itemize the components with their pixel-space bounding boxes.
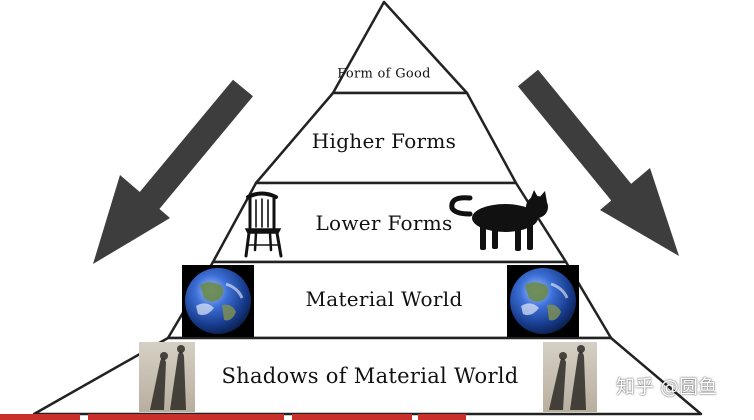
- shadow-figures-icon-right: [543, 342, 597, 412]
- chair-icon: [244, 191, 283, 258]
- earth-globe-icon-right: [507, 265, 579, 337]
- arrow-down-right-icon: [517, 69, 679, 256]
- shadow-figures-icon-left: [139, 342, 195, 412]
- level-label-form-of-good: Form of Good: [337, 66, 431, 82]
- bottom-strip-3: [292, 414, 412, 420]
- watermark: 知乎 @圆鱼: [616, 376, 718, 398]
- bottom-strip-1: [0, 414, 80, 420]
- cat-icon: [449, 190, 548, 251]
- bottom-strip-2: [88, 414, 284, 420]
- level-label-shadows: Shadows of Material World: [221, 364, 519, 388]
- level-label-higher-forms: Higher Forms: [311, 129, 457, 153]
- earth-globe-icon-left: [182, 265, 254, 337]
- tier-shadows: [32, 336, 703, 416]
- level-label-material-world: Material World: [305, 287, 463, 311]
- level-label-lower-forms: Lower Forms: [315, 211, 453, 235]
- bottom-strip-4: [418, 414, 466, 420]
- arrow-down-left-icon: [93, 79, 254, 264]
